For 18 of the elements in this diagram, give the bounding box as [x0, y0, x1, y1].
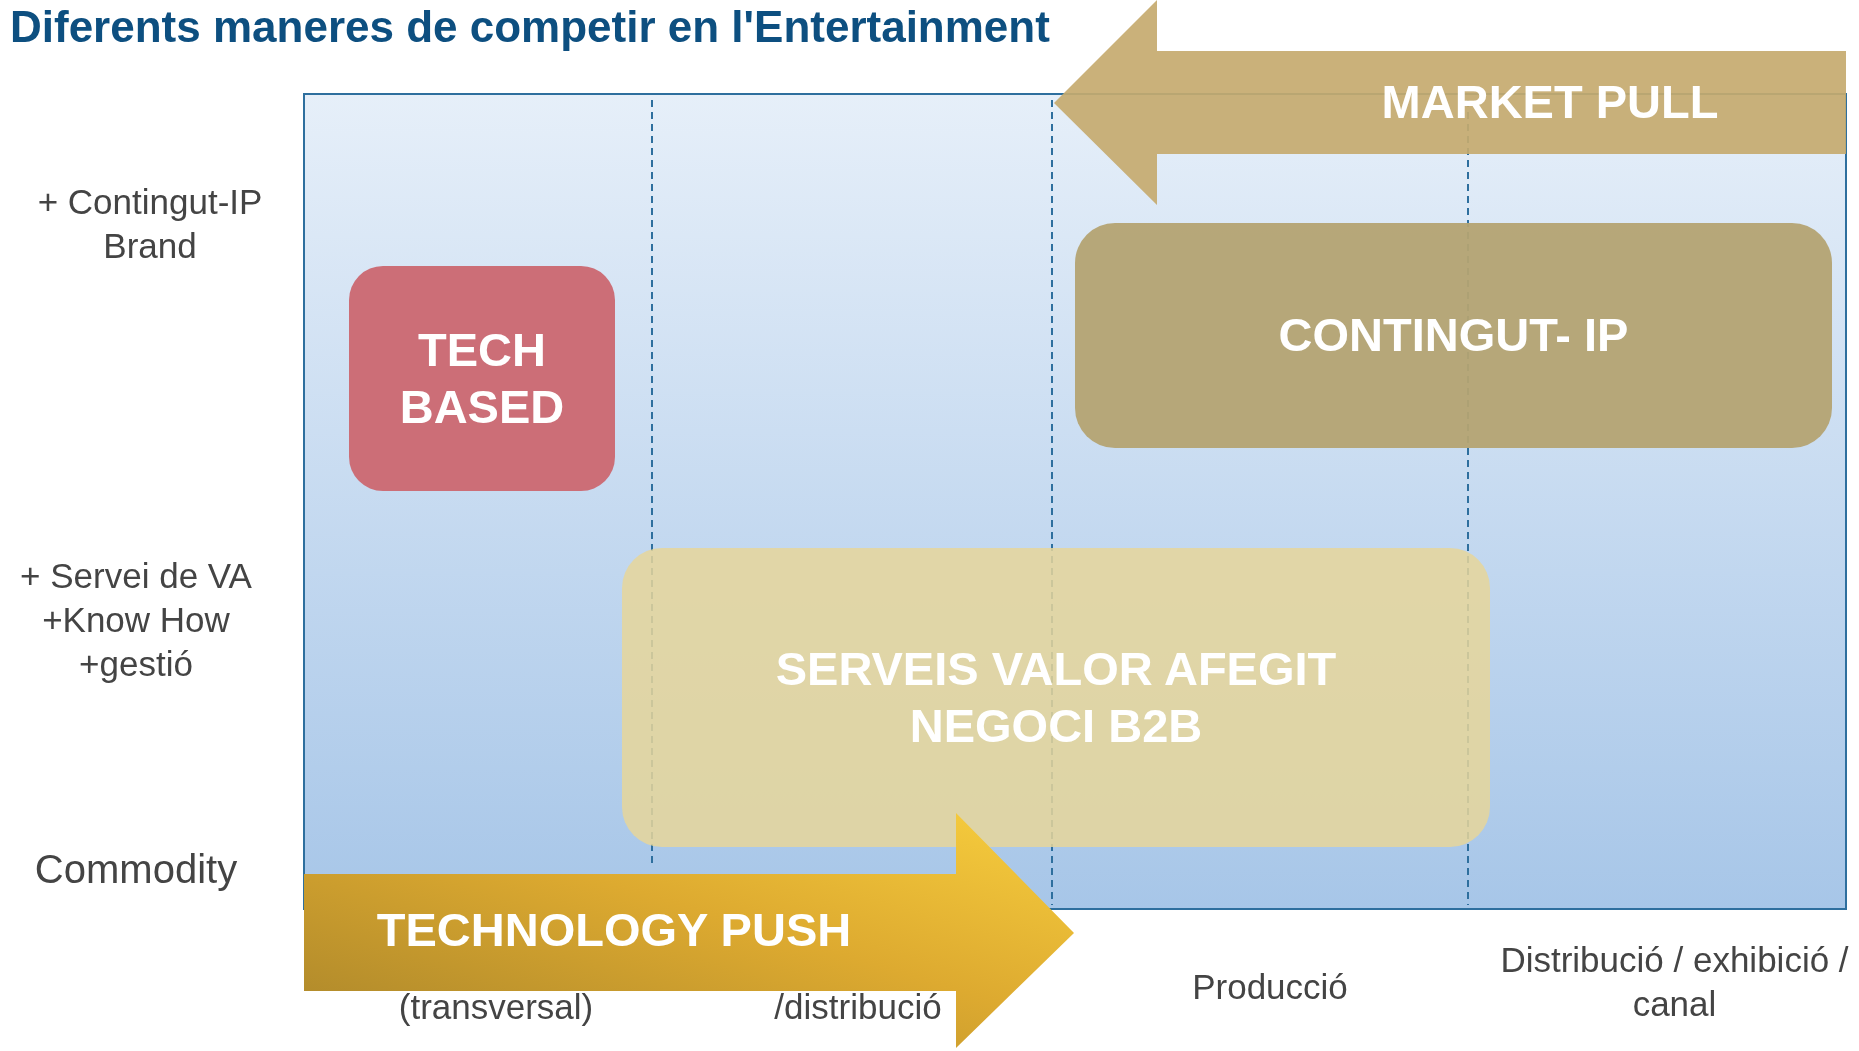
rounded-box: [349, 266, 615, 491]
node-label: CONTINGUT- IP: [1278, 307, 1629, 364]
node-label: TECHNOLOGY PUSH: [376, 902, 852, 959]
axis-label: Distribució / exhibició / canal: [1499, 939, 1850, 1025]
axis-label: Producció: [1191, 966, 1349, 1008]
node-label: SERVEIS VALOR AFEGIT NEGOCI B2B: [774, 641, 1338, 754]
title: Diferents maneres de competir en l'Entertainment: [10, 2, 1050, 52]
node-label: TECH BASED: [398, 322, 566, 435]
technology-push-arrow: [304, 813, 1074, 1048]
axis-label: (transversal): [397, 986, 595, 1028]
rounded-box: [1075, 223, 1832, 448]
market-pull-arrow: [1054, 0, 1846, 205]
axis-label: + Servei de VA +Know How +gestió: [19, 555, 253, 685]
axis-label: /distribució: [773, 986, 943, 1028]
axis-label: + Contingut-IP Brand: [36, 181, 264, 267]
rounded-box: [622, 548, 1490, 847]
node-label: MARKET PULL: [1381, 74, 1719, 131]
axis-label: Commodity: [33, 846, 239, 893]
